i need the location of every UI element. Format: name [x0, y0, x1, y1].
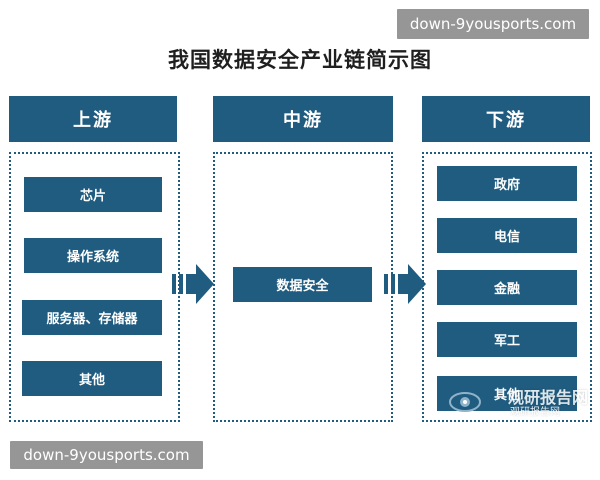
- diagram-title: 我国数据安全产业链简示图: [168, 47, 432, 72]
- midstream-item-data-security: 数据安全: [233, 267, 372, 302]
- midstream-header: 中游: [213, 96, 393, 142]
- downstream-item-finance: 金融: [437, 270, 577, 305]
- downstream-header: 下游: [422, 96, 590, 142]
- logo-name: 观研报告网: [508, 388, 589, 407]
- downstream-item-military: 军工: [437, 322, 577, 357]
- upstream-header: 上游: [9, 96, 177, 142]
- upstream-item-server-storage: 服务器、存储器: [22, 300, 162, 335]
- logo-subtitle: 观研报告网: [510, 407, 560, 418]
- arrow-upstream-to-midstream: [170, 262, 216, 306]
- watermark-bottom: down-9yousports.com: [10, 441, 203, 469]
- upstream-item-os: 操作系统: [24, 238, 162, 273]
- watermark-top: down-9yousports.com: [397, 9, 589, 39]
- upstream-item-chip: 芯片: [24, 177, 162, 212]
- upstream-item-other: 其他: [22, 361, 162, 396]
- downstream-item-government: 政府: [437, 166, 577, 201]
- arrow-midstream-to-downstream: [382, 262, 428, 306]
- eye-logo-icon: [448, 388, 482, 416]
- downstream-item-telecom: 电信: [437, 218, 577, 253]
